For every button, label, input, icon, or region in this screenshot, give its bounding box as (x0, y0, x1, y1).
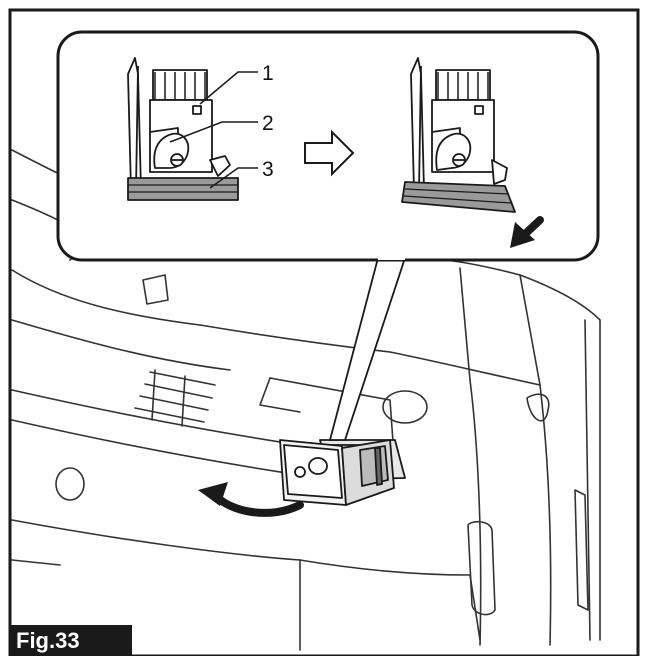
latch-closed-detail (127, 57, 239, 201)
down-arrow-icon (510, 216, 544, 248)
connector-cover (279, 439, 406, 506)
latch-open-detail (401, 57, 516, 213)
callout-1: 1 (262, 62, 274, 85)
callout-3: 3 (262, 158, 274, 181)
curved-left-arrow-icon (198, 482, 304, 517)
right-arrow-outline-icon (304, 129, 355, 177)
figure-label: Fig.33 (10, 625, 132, 656)
callout-2: 2 (262, 112, 274, 135)
callout-leaders (169, 71, 258, 189)
